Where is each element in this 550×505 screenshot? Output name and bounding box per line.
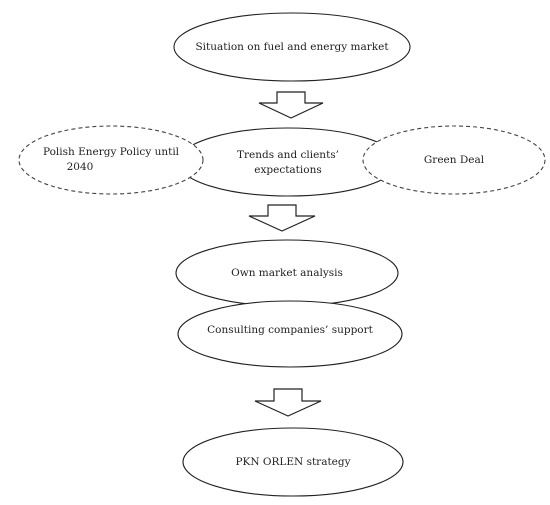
node-consulting-support-label: Consulting companies’ support xyxy=(207,324,373,336)
node-consulting-support: Consulting companies’ support xyxy=(177,300,403,368)
node-pkn-orlen-strategy: PKN ORLEN strategy xyxy=(182,427,404,497)
node-consulting-support-shape xyxy=(177,300,403,368)
node-situation-shape xyxy=(173,12,411,82)
node-polish-energy-policy-shape xyxy=(18,125,204,195)
node-polish-energy-policy: Polish Energy Policy until 2040 xyxy=(18,125,204,195)
node-own-market-analysis-label: Own market analysis xyxy=(231,267,343,279)
node-situation-label: Situation on fuel and energy market xyxy=(195,41,389,53)
node-polish-energy-policy-label-line1: Polish Energy Policy until xyxy=(43,146,180,158)
node-pkn-orlen-strategy-shape xyxy=(182,427,404,497)
node-situation: Situation on fuel and energy market xyxy=(173,12,411,82)
node-trends-label-line2: expectations xyxy=(254,164,321,176)
node-polish-energy-policy-label-line2: 2040 xyxy=(67,161,94,173)
node-trends-label-line1: Trends and clients’ xyxy=(237,149,339,161)
down-arrow-3 xyxy=(254,388,322,417)
down-arrow-2 xyxy=(248,204,316,232)
node-pkn-orlen-strategy-label: PKN ORLEN strategy xyxy=(235,456,350,468)
down-arrow-1 xyxy=(258,91,324,119)
node-green-deal: Green Deal xyxy=(362,125,546,195)
node-own-market-analysis: Own market analysis xyxy=(175,239,399,307)
node-green-deal-label: Green Deal xyxy=(424,154,485,166)
node-green-deal-shape xyxy=(362,125,546,195)
